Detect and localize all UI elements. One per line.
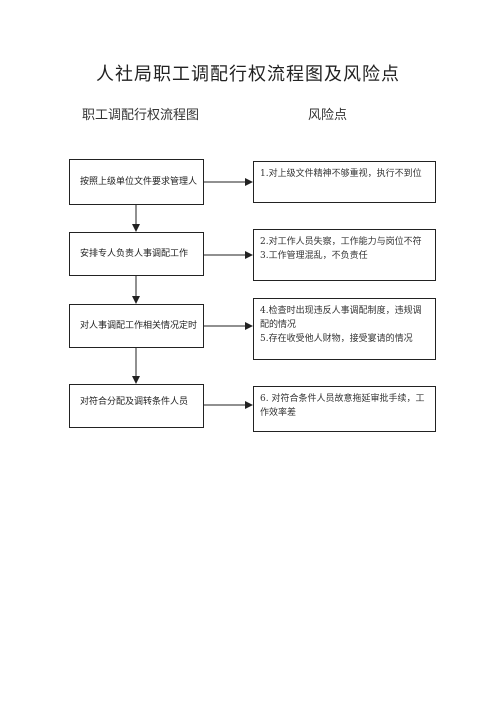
risk-item-5: 5.存在收受他人财物，接受宴请的情况 <box>260 334 413 344</box>
risk-box-4: 6. 对符合条件人员故意拖延审批手续，工作效率差 <box>253 386 436 432</box>
risk-box-2: 2.对工作人员失察，工作能力与岗位不符 3.工作管理混乱，不负责任 <box>253 229 436 281</box>
risk-item-6: 6. 对符合条件人员故意拖延审批手续，工作效率差 <box>260 394 425 418</box>
flow-step-3: 对人事调配工作相关情况定时 <box>69 304 204 348</box>
risk-item-2: 2.对工作人员失察，工作能力与岗位不符 <box>260 237 422 247</box>
flow-step-4: 对符合分配及调转条件人员 <box>69 384 204 428</box>
risk-item-3: 3.工作管理混乱，不负责任 <box>260 251 368 261</box>
risk-box-3: 4.检查时出现违反人事调配制度，违规调配的情况 5.存在收受他人财物，接受宴请的… <box>253 298 436 360</box>
page-title: 人社局职工调配行权流程图及风险点 <box>96 64 400 85</box>
risk-item-4: 4.检查时出现违反人事调配制度，违规调配的情况 <box>260 306 422 330</box>
flow-step-2: 安排专人负责人事调配工作 <box>69 232 204 276</box>
flow-step-1: 按照上级单位文件要求管理人 <box>69 159 204 205</box>
flow-step-4-label: 对符合分配及调转条件人员 <box>80 397 189 407</box>
flow-step-1-label: 按照上级单位文件要求管理人 <box>80 177 198 187</box>
flow-step-2-label: 安排专人负责人事调配工作 <box>80 249 189 259</box>
risk-box-1: 1.对上级文件精神不够重视，执行不到位 <box>253 161 436 203</box>
risk-item-1: 1.对上级文件精神不够重视，执行不到位 <box>260 169 422 179</box>
risk-points-heading: 风险点 <box>308 108 348 123</box>
flow-step-3-label: 对人事调配工作相关情况定时 <box>80 321 198 331</box>
flowchart-heading: 职工调配行权流程图 <box>82 108 200 123</box>
